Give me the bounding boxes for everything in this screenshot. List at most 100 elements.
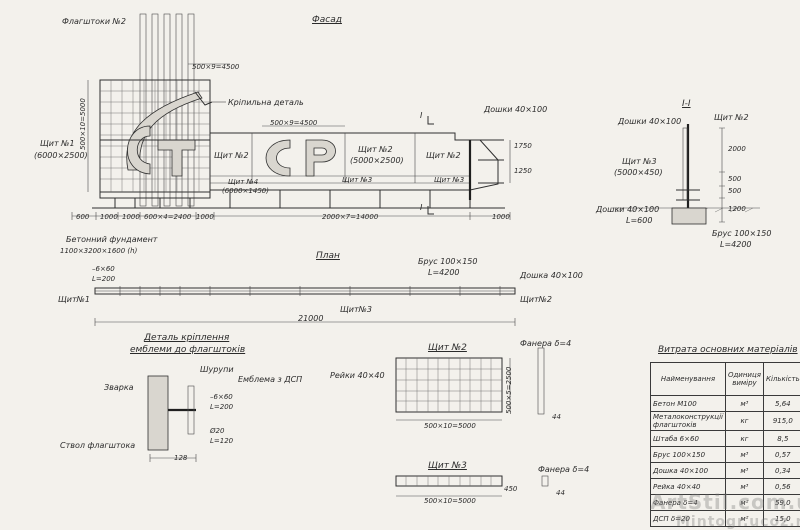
row-unit: кг: [724, 430, 764, 447]
section-shield2: Щит №2: [714, 113, 749, 122]
detail-title-line1: Деталь кріплення: [144, 333, 230, 343]
plan-view: [94, 286, 516, 326]
row-name: Штаба 6×60: [650, 430, 726, 447]
watermark-line1: ArtStil.com.ua: [650, 490, 800, 514]
shield3-dim-v: 450: [504, 485, 518, 493]
section-boards-bottom-line1: Дошки 40×100: [596, 205, 660, 214]
detail-welding: Зварка: [104, 383, 134, 392]
section-beam-line2: L=4200: [720, 240, 752, 249]
shield2-label-b: Щит №2: [426, 151, 461, 160]
plan-length: 21000: [298, 314, 324, 323]
row-unit: м³: [724, 446, 764, 463]
facade-view: [71, 13, 511, 220]
shield3-label-b: Щит №3: [434, 176, 465, 184]
plan-strip-line2: L=200: [92, 275, 116, 283]
header-qty: Кількість: [762, 362, 800, 396]
section-dim-3: 500: [728, 187, 742, 195]
shield2-label-a: Щит №2: [214, 151, 249, 160]
shield2-rails: Рейки 40×40: [330, 371, 385, 380]
plan-strip-line1: –6×60: [92, 265, 115, 273]
shield1-label-line1: Щит №1: [40, 139, 75, 148]
detail-pole: Ствол флагштока: [60, 441, 136, 450]
bottom-dim-1: 600: [76, 213, 90, 221]
detail-rod-line1: Ø20: [210, 427, 225, 435]
row-qty: 8,5: [762, 430, 800, 447]
plan-board: Дошка 40×100: [520, 271, 583, 280]
fastening-label: Кріпильна деталь: [228, 98, 304, 107]
section-dim-4: 1200: [728, 205, 746, 213]
row-qty: 5,64: [762, 395, 800, 412]
shield2-side-dim: 44: [552, 413, 561, 421]
detail-rod-line2: L=120: [210, 437, 234, 445]
row-name: ДСП δ=20: [650, 510, 726, 527]
header-unit: Одиниця виміру: [724, 362, 764, 396]
row-unit: м³: [724, 462, 764, 479]
section-dim-1: 2000: [728, 145, 746, 153]
plan-shield3: Щит№3: [340, 305, 373, 314]
bottom-dim-5: 1000: [196, 213, 214, 221]
section-view: [612, 124, 760, 225]
detail-strip-line2: L=200: [210, 403, 234, 411]
letters-dimension: 500×9=4500: [270, 119, 318, 127]
row-qty: 0,34: [762, 462, 800, 479]
shield3-side-dim: 44: [556, 489, 565, 497]
plan-title: План: [316, 251, 340, 261]
row-name: Бетон М100: [650, 395, 726, 412]
section-mark-bottom: I: [420, 203, 423, 212]
shield4-label: Щит №4: [228, 178, 259, 186]
shield3-dim-h: 500×10=5000: [424, 497, 476, 505]
row-unit: м²: [724, 510, 764, 527]
plan-shield2: Щит№2: [520, 295, 553, 304]
header-name: Найменування: [650, 362, 726, 396]
emblem-letter-c: [127, 125, 151, 175]
shield4-dimension: (6000×1450): [222, 187, 269, 195]
bottom-dim-3: 1000: [122, 213, 140, 221]
section-beam-line1: Брус 100×150: [712, 229, 772, 238]
right-dim-2: 1250: [514, 167, 532, 175]
bottom-dim-4: 600×4=2400: [144, 213, 192, 221]
flagpoles-label: Флагштоки №2: [62, 17, 126, 26]
bottom-dim-2: 1000: [100, 213, 118, 221]
row-name: Дошка 40×100: [650, 462, 726, 479]
section-shield3-line1: Щит №3: [622, 157, 657, 166]
emblem-letter-p: [305, 139, 336, 177]
row-name: Брус 100×150: [650, 446, 726, 463]
facade-title: Фасад: [312, 15, 342, 25]
shield3-view-title: Щит №3: [428, 461, 467, 471]
bottom-dim-7: 1000: [492, 213, 510, 221]
section-boards-top: Дошки 40×100: [618, 117, 682, 126]
shield2-dim-h: 500×10=5000: [424, 422, 476, 430]
right-dim-1: 1750: [514, 142, 532, 150]
emblem-letter-t: [157, 139, 196, 177]
section-boards-bottom-line2: L=600: [626, 216, 653, 225]
fastening-detail: [147, 375, 197, 462]
vertical-dimension: 500×10=5000: [79, 98, 87, 150]
shield2-center-line2: (5000×2500): [350, 156, 404, 165]
detail-strip-line1: –6×60: [210, 393, 233, 401]
emblem-letter-s: [265, 139, 291, 177]
shield2-dim-v: 500×5=2500: [505, 366, 513, 414]
section-dim-2: 500: [728, 175, 742, 183]
shield2-center-line1: Щит №2: [358, 145, 393, 154]
watermark-line2: Mintogr.ucoz.ru: [676, 514, 800, 530]
section-title: I-I: [682, 99, 691, 109]
facade-shield-body: [99, 132, 499, 199]
shield1-label-line2: (6000×2500): [34, 151, 88, 160]
section-shield3-line2: (5000×450): [614, 168, 663, 177]
watermark: ArtStil.com.ua Mintogr.ucoz.ru: [650, 490, 800, 530]
detail-dimension: 128: [174, 454, 188, 462]
pole-dimension: 500×9=4500: [192, 63, 240, 71]
row-unit: кг: [724, 411, 764, 431]
plan-shield1: Щит№1: [58, 295, 91, 304]
row-unit: м³: [724, 395, 764, 412]
foundation-label: Бетонний фундамент: [66, 235, 158, 244]
row-qty: 915,0: [762, 411, 800, 431]
shield2-view-title: Щит №2: [428, 343, 467, 353]
